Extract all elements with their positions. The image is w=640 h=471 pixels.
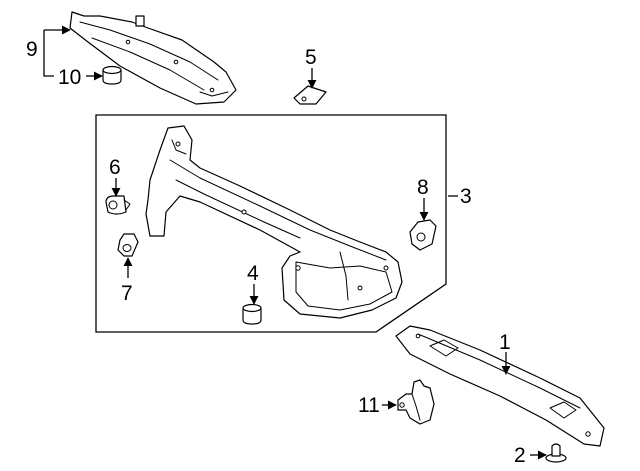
callout-4: 4	[247, 262, 259, 285]
part-7-grommet[interactable]	[117, 233, 139, 257]
callout-7: 7	[121, 282, 133, 305]
assembly-group-box	[95, 114, 447, 333]
part-10-bumper[interactable]	[102, 65, 122, 85]
part-2-push-pin[interactable]	[545, 443, 567, 463]
callout-6: 6	[109, 156, 121, 179]
part-3-support-frame[interactable]	[145, 125, 403, 319]
leader-9	[43, 30, 54, 77]
part-1-tie-bar[interactable]	[395, 325, 605, 447]
callout-2: 2	[514, 444, 526, 467]
callout-11: 11	[358, 394, 380, 417]
callout-1: 1	[499, 331, 511, 354]
callout-10: 10	[58, 66, 81, 89]
part-4-insulator[interactable]	[242, 303, 262, 325]
callout-5: 5	[305, 46, 317, 69]
part-5-bracket[interactable]	[293, 85, 327, 105]
part-9-deflector-panel[interactable]	[69, 11, 237, 105]
part-6-clip[interactable]	[105, 195, 131, 215]
part-11-latch-bracket[interactable]	[397, 379, 435, 425]
callout-3: 3	[460, 185, 472, 208]
callout-9: 9	[26, 38, 38, 61]
callout-8: 8	[417, 176, 429, 199]
part-8-isolator[interactable]	[409, 219, 437, 251]
